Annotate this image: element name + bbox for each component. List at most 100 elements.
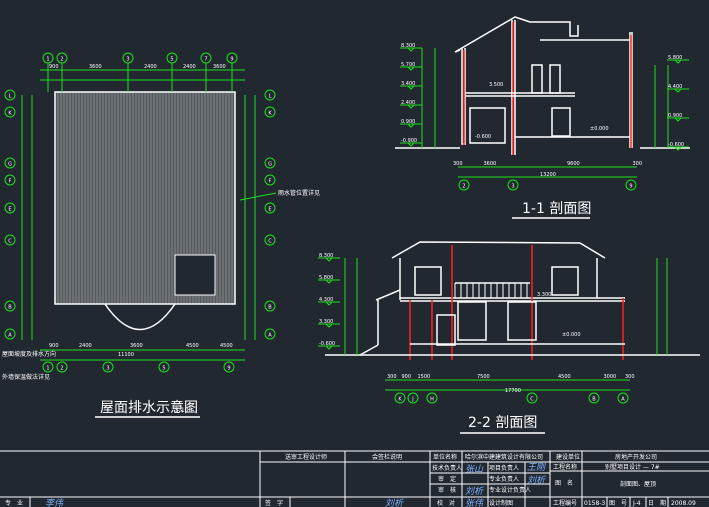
dim-label: 4500 bbox=[220, 343, 233, 349]
axis-bubble bbox=[4, 202, 16, 214]
axis-bubble bbox=[507, 179, 519, 191]
s2-floor-level-1: 3.300 bbox=[537, 292, 551, 298]
roof-plan-scale: 1:100 bbox=[175, 407, 192, 414]
axis-bubble bbox=[264, 106, 276, 118]
axis-bubble-label: 1 bbox=[46, 366, 49, 372]
tb-discipline-lead: 专业负责人 bbox=[489, 475, 519, 483]
axis-bubble bbox=[407, 392, 419, 404]
signature: 张伟 bbox=[465, 498, 484, 507]
tb-row4-a: 专 业 bbox=[5, 499, 23, 507]
axis-bubble bbox=[4, 174, 16, 186]
axis-bubble-label: 5 bbox=[162, 366, 165, 372]
dim-label: 9600 bbox=[567, 161, 580, 167]
s1-floor-level-1: 3.500 bbox=[489, 82, 503, 88]
tb-sheet-label: 图 号 bbox=[609, 500, 627, 507]
title-block bbox=[0, 450, 709, 507]
tb-sheet-no: J-4 bbox=[632, 500, 641, 507]
tb-drawing-name: 剖面图、屋顶 bbox=[620, 480, 656, 488]
axis-bubble bbox=[264, 157, 276, 169]
dim-label: 900 bbox=[49, 64, 59, 70]
level-mark: 3.400 bbox=[401, 81, 415, 87]
section-2-2-title: 2-2 剖面图 bbox=[468, 415, 537, 431]
level-mark: 4.400 bbox=[668, 84, 682, 90]
tb-col2-header: 会签栏说明 bbox=[372, 453, 402, 461]
axis-bubble-label: 3 bbox=[511, 184, 514, 190]
tb-project-label: 工程名称 bbox=[553, 463, 577, 471]
level-mark: 8.300 bbox=[319, 253, 333, 259]
s1-floor-level-2: -0.600 bbox=[475, 134, 491, 140]
axis-bubble-label: J bbox=[411, 397, 413, 403]
axis-bubble-label: L bbox=[9, 94, 12, 100]
tb-date: 2008.09 bbox=[671, 500, 696, 507]
dim-label: 300 bbox=[633, 161, 643, 167]
axis-bubble-label: 1 bbox=[46, 57, 49, 63]
dim-label: 3600 bbox=[213, 64, 226, 70]
level-mark: 5.700 bbox=[401, 62, 415, 68]
axis-bubble bbox=[4, 89, 16, 101]
tb-tech-lead: 技术负责人 bbox=[432, 464, 462, 472]
dim-label: 3600 bbox=[89, 64, 102, 70]
axis-bubble-label: L bbox=[269, 94, 272, 100]
dim-label: 7500 bbox=[477, 374, 490, 380]
tb-job-no-label: 工程编号 bbox=[553, 499, 577, 507]
axis-bubble-label: C bbox=[530, 397, 534, 403]
dim-label: 900 bbox=[402, 374, 412, 380]
axis-bubble bbox=[158, 361, 170, 373]
axis-bubble bbox=[4, 328, 16, 340]
section-2-2 bbox=[325, 241, 700, 391]
axis-bubble bbox=[264, 328, 276, 340]
s2-floor-level-2: ±0.000 bbox=[562, 332, 581, 338]
dim-label: 300 bbox=[453, 161, 463, 167]
level-mark: 2.400 bbox=[401, 100, 415, 106]
axis-bubble-label: C bbox=[8, 239, 12, 245]
tb-unit-label: 单位名称 bbox=[433, 453, 457, 461]
axis-bubble bbox=[56, 361, 68, 373]
axis-bubble bbox=[264, 89, 276, 101]
axis-bubble bbox=[617, 392, 629, 404]
tb-date-label: 日 期 bbox=[648, 499, 666, 507]
axis-bubble-label: A bbox=[8, 333, 12, 339]
axis-bubble bbox=[42, 361, 54, 373]
dim-label: 4500 bbox=[558, 374, 571, 380]
axis-bubble bbox=[4, 300, 16, 312]
dim-label: 300 bbox=[625, 374, 635, 380]
level-mark: 0.900 bbox=[668, 113, 682, 119]
roof-total-dim: 11100 bbox=[118, 352, 134, 358]
tb-col1-header: 送审工程设计师 bbox=[285, 453, 327, 461]
s1-total-dim: 13200 bbox=[540, 172, 556, 178]
tb-row4-b: 签 字 bbox=[265, 499, 283, 507]
dim-label: 4500 bbox=[186, 343, 199, 349]
signature: 李伟 bbox=[45, 498, 64, 507]
dim-label: 2400 bbox=[79, 343, 92, 349]
axis-bubble-label: K bbox=[8, 111, 12, 117]
level-mark: 8.300 bbox=[401, 43, 415, 49]
dim-label: 1500 bbox=[418, 374, 431, 380]
axis-bubble-label: 3 bbox=[126, 57, 129, 63]
axis-bubble-label: B bbox=[592, 397, 596, 403]
dim-label: 2400 bbox=[183, 64, 196, 70]
level-mark: 3.300 bbox=[319, 319, 333, 325]
dim-label: 900 bbox=[49, 343, 59, 349]
level-mark: -0.900 bbox=[401, 138, 417, 144]
tb-design-lead: 专业设计负责人 bbox=[489, 486, 531, 494]
axis-bubble bbox=[102, 361, 114, 373]
axis-bubble-label: 7 bbox=[204, 57, 207, 63]
axis-bubble bbox=[4, 234, 16, 246]
level-mark: 4.300 bbox=[319, 297, 333, 303]
axis-bubble-label: 2 bbox=[462, 184, 465, 190]
axis-bubble bbox=[264, 174, 276, 186]
roof-note-3: 雨水管位置详见 bbox=[278, 189, 320, 197]
axis-bubble bbox=[625, 179, 637, 191]
axis-bubble-label: 9 bbox=[629, 184, 632, 190]
axis-bubble bbox=[264, 202, 276, 214]
signature: 刘析 bbox=[385, 498, 404, 507]
roof-note-1: 屋面坡度及排水方向 bbox=[2, 350, 56, 358]
axis-bubble-label: E bbox=[8, 207, 11, 213]
dim-label: 3600 bbox=[130, 343, 143, 349]
tb-approve: 审 定 bbox=[438, 475, 456, 483]
axis-bubble bbox=[394, 392, 406, 404]
axis-bubble-label: 2 bbox=[60, 57, 63, 63]
axis-bubble bbox=[223, 361, 235, 373]
